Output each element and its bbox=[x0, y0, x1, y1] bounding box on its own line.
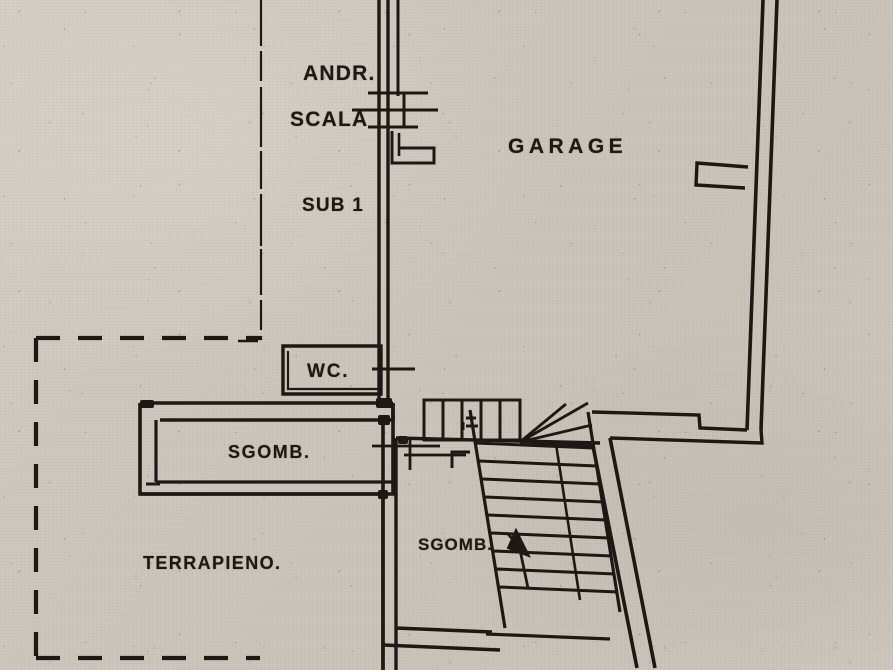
stair-tread-06 bbox=[490, 531, 610, 540]
garage-wall-bottom bbox=[591, 410, 748, 432]
stairwell-wall-outer bbox=[608, 437, 657, 669]
sgomb2-bottom-wall-2 bbox=[382, 643, 501, 652]
stair-winder-2 bbox=[519, 423, 593, 444]
stair-winder-1 bbox=[519, 401, 589, 444]
garage-pilaster-notch bbox=[694, 161, 749, 190]
stair-tread-09 bbox=[499, 585, 619, 594]
room-label-scala: SCALA bbox=[290, 108, 369, 131]
room-label-wc: WC. bbox=[307, 361, 350, 382]
wc-room-outline-inner bbox=[286, 351, 378, 391]
stair-tread-05 bbox=[487, 513, 607, 522]
room-label-sgomb-2: SGOMB. bbox=[418, 535, 493, 554]
stair-tread-08 bbox=[496, 567, 616, 576]
stair-landing-box bbox=[390, 131, 436, 165]
room-label-sub1: SUB 1 bbox=[302, 195, 364, 216]
stair-top-flight-box bbox=[422, 398, 522, 442]
stairwell-bottom-close bbox=[485, 632, 611, 641]
stair-run-edge-left bbox=[468, 409, 507, 629]
garage-wall-right-inner bbox=[745, 0, 765, 431]
wc-room-outline bbox=[281, 344, 383, 396]
room-label-terrapieno: TERRAPIENO. bbox=[143, 553, 282, 573]
garage-wall-bottom-2 bbox=[609, 429, 764, 445]
stair-winder-3 bbox=[519, 440, 595, 448]
garage-wall-right-outer bbox=[759, 0, 779, 431]
stair-tread-04 bbox=[484, 495, 604, 504]
wall-joint-blobs bbox=[140, 398, 408, 499]
corridor-wall-return bbox=[160, 403, 395, 422]
room-label-garage: GARAGE bbox=[508, 135, 628, 158]
sgomb2-bottom-wall bbox=[395, 626, 493, 634]
stair-winder-4 bbox=[519, 402, 567, 444]
stair-tread-07 bbox=[493, 549, 613, 558]
room-label-sgomb-1: SGOMB. bbox=[228, 442, 311, 462]
door-hook-detail bbox=[450, 450, 470, 468]
stair-tread-01 bbox=[475, 441, 595, 450]
stair-stringer-mid bbox=[554, 443, 582, 601]
room-label-andr: ANDR. bbox=[303, 62, 376, 85]
stair-down-arrow-icon bbox=[506, 527, 532, 558]
stair-tread-03 bbox=[481, 477, 601, 486]
stair-run-edge-right bbox=[586, 411, 622, 613]
stair-tread-02 bbox=[478, 459, 598, 468]
